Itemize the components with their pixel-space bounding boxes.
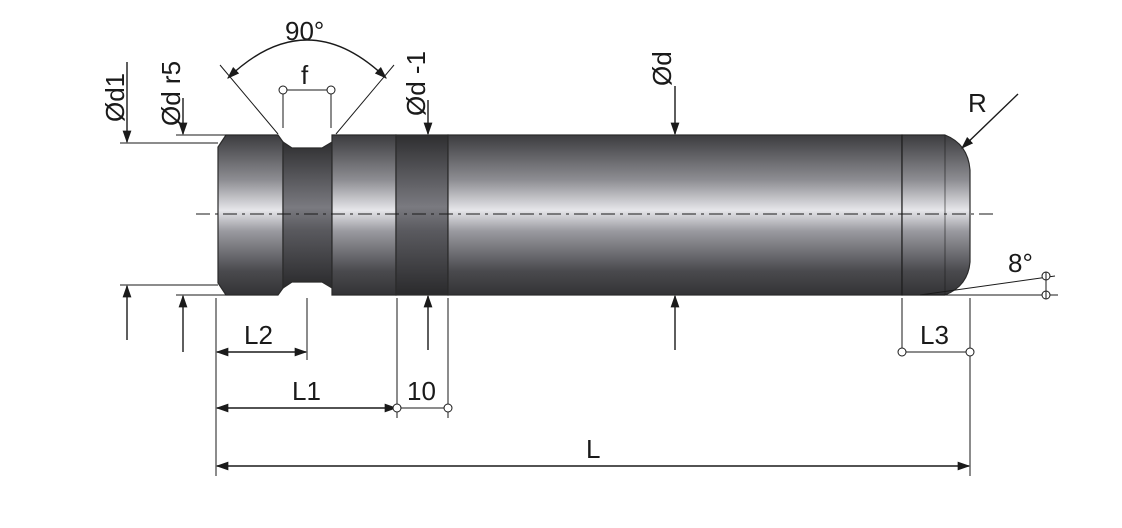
l1-dimension: L1 [215, 376, 398, 413]
tip-angle-dimension: 8° [919, 248, 1058, 300]
f-dim-circle-left [278, 85, 288, 95]
d1-dimension: Ød1 [100, 62, 218, 340]
r-leader [961, 93, 1019, 149]
f-dim-circle-right [326, 85, 336, 95]
l3-label: L3 [920, 320, 949, 350]
f-label: f [301, 60, 309, 90]
tip-angle-leg-1 [919, 275, 1056, 296]
d-r5-label: Ød r5 [156, 61, 186, 126]
tip-angle-label: 8° [1008, 248, 1033, 278]
d-r5-dimension: Ød r5 [156, 61, 226, 352]
angle-leg-left [219, 64, 279, 135]
l2-label: L2 [244, 320, 273, 350]
ten-dimension: 10 [392, 376, 453, 413]
main-shaft [447, 134, 903, 296]
angle-label: 90° [285, 16, 324, 46]
l2-dimension: L2 [215, 320, 308, 357]
l1-label: L1 [292, 376, 321, 406]
ten-circle-right [443, 403, 453, 413]
l3-dimension: L3 [897, 320, 975, 357]
angle-arc [227, 39, 387, 79]
angle-leg-right [335, 64, 395, 135]
groove [282, 140, 333, 290]
ten-label: 10 [407, 376, 436, 406]
d-dimension: Ød [647, 51, 680, 350]
r-label: R [968, 88, 987, 118]
l-label: L [586, 434, 600, 464]
l-dimension: L [215, 434, 971, 471]
d-minus1-label: Ød -1 [401, 51, 431, 116]
head-collar [217, 134, 284, 296]
radius-dimension: R [961, 88, 1019, 149]
second-collar [331, 134, 397, 296]
d-label: Ød [647, 51, 677, 86]
l3-circle-left [897, 347, 907, 357]
l3-circle-right [965, 347, 975, 357]
guide-pin-body [217, 134, 971, 296]
d1-label: Ød1 [100, 73, 130, 122]
d-minus1-dimension: Ød -1 [401, 51, 433, 350]
relief-band [395, 134, 449, 296]
groove-angle-dimension: 90° f [219, 16, 395, 135]
rounded-tip [901, 134, 971, 296]
ten-circle-left [392, 403, 402, 413]
